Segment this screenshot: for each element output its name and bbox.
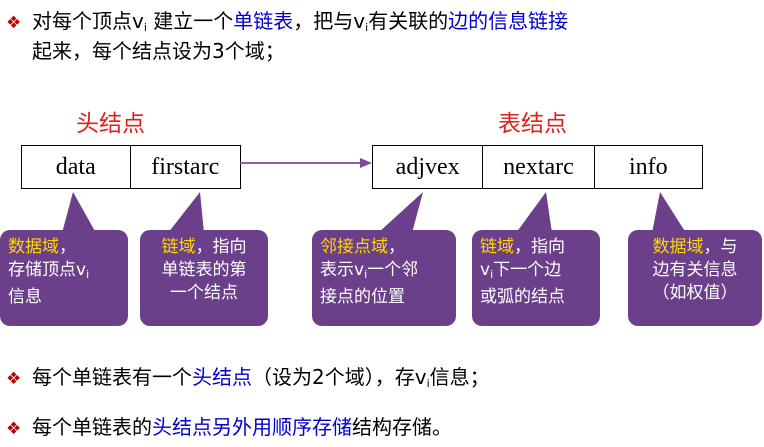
- edge-info-link-term: 边的信息链接: [448, 9, 569, 33]
- head-node-title: 头结点: [76, 111, 145, 137]
- callout-firstarc-field: 链域，指向 单链表的第 一个结点: [140, 230, 268, 326]
- diamond-bullet-icon: ❖: [6, 419, 22, 439]
- callout-adjvex-field: 邻接点域， 表示vi一个邻 接点的位置: [312, 230, 456, 326]
- intro-line-2: 起来，每个结点设为3个域；: [32, 39, 285, 63]
- callout-pointer-firstarc: [168, 192, 204, 233]
- intro-line-1: ❖对每个顶点vi 建立一个单链表，把与vi有关联的边的信息链接: [6, 8, 568, 41]
- callout-info-field: 数据域，与 边有关信息 （如权值）: [628, 230, 762, 326]
- arrow-head-icon: [360, 158, 372, 168]
- single-linked-list-term: 单链表: [233, 9, 294, 33]
- field-firstarc: firstarc: [129, 146, 241, 188]
- bottom-bullet-2: ❖每个单链表的头结点另外用顺序存储结构存储。: [6, 414, 452, 443]
- field-adjvex: adjvex: [395, 153, 460, 180]
- callout-data-field: 数据域， 存储顶点vi 信息: [0, 230, 128, 326]
- callout-pointer-data: [62, 192, 96, 233]
- table-node-box: adjvex nextarc info: [372, 145, 703, 189]
- bottom-bullet-1: ❖每个单链表有一个头结点（设为2个域），存vi信息；: [6, 364, 490, 397]
- callout-pointer-nextarc: [516, 192, 552, 233]
- field-data: data: [55, 153, 96, 180]
- callout-pointer-adjvex: [378, 192, 423, 233]
- table-node-title: 表结点: [498, 111, 567, 137]
- sequential-storage-term: 头结点另外用顺序存储: [152, 415, 352, 439]
- field-info: info: [593, 146, 702, 188]
- callout-pointer-info: [652, 192, 686, 233]
- field-nextarc: nextarc: [482, 146, 593, 188]
- diamond-bullet-icon: ❖: [6, 369, 22, 389]
- head-node-term: 头结点: [192, 365, 252, 389]
- callout-nextarc-field: 链域，指向 vi下一个边 或弧的结点: [472, 230, 600, 326]
- head-node-box: data firstarc: [21, 145, 241, 189]
- diamond-bullet-icon: ❖: [6, 13, 22, 33]
